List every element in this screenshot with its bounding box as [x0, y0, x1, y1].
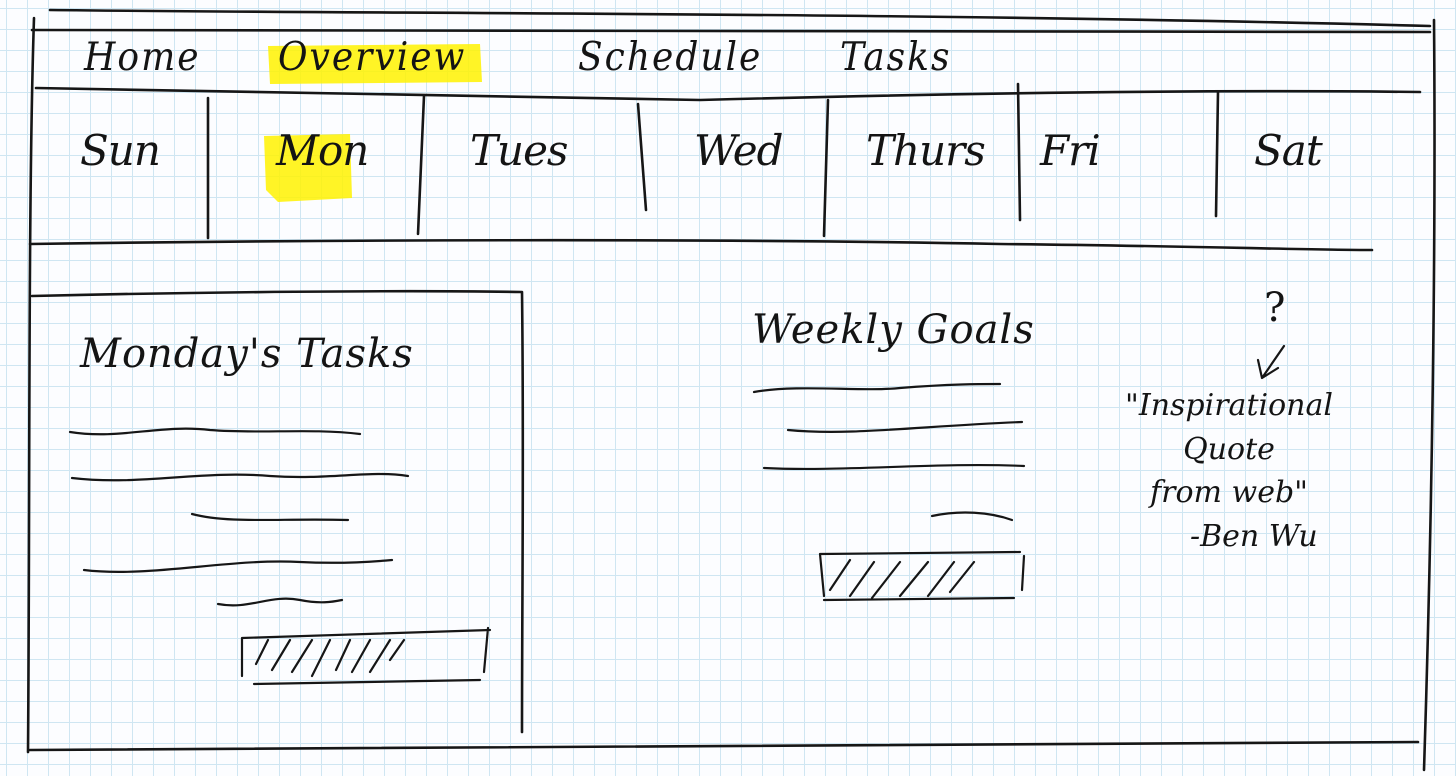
- nav-schedule[interactable]: Schedule: [578, 35, 763, 80]
- task-item-1[interactable]: [66, 418, 366, 444]
- task-item-3[interactable]: [188, 504, 352, 530]
- day-tab-mon[interactable]: Mon: [276, 126, 369, 175]
- goal-item-4[interactable]: [928, 502, 1016, 528]
- days-row-border: [28, 238, 1374, 252]
- quote-text: "Inspirational Quote from web": [1104, 384, 1354, 515]
- nav-home[interactable]: Home: [84, 35, 201, 80]
- task-item-5[interactable]: [214, 590, 346, 616]
- quote-question-mark: ?: [1264, 285, 1286, 331]
- quote-line-2: from web": [1150, 475, 1308, 510]
- tasks-progress: [240, 626, 492, 686]
- goals-panel-title: Weekly Goals: [752, 307, 1035, 353]
- goal-item-3[interactable]: [760, 452, 1028, 478]
- day-tab-sat[interactable]: Sat: [1254, 126, 1323, 175]
- goal-item-2[interactable]: [784, 414, 1026, 440]
- day-tab-fri[interactable]: Fri: [1040, 126, 1101, 175]
- day-tab-thurs[interactable]: Thurs: [866, 126, 986, 175]
- day-tab-wed[interactable]: Wed: [694, 126, 783, 175]
- task-item-2[interactable]: [66, 464, 412, 490]
- quote-line-1: "Inspirational Quote: [1125, 388, 1333, 467]
- task-item-4[interactable]: [80, 550, 396, 576]
- nav-tasks[interactable]: Tasks: [840, 35, 952, 80]
- question-arrow: [1256, 344, 1286, 380]
- nav-overview[interactable]: Overview: [278, 35, 467, 80]
- day-tab-sun[interactable]: Sun: [80, 126, 161, 175]
- goal-item-1[interactable]: [750, 374, 1004, 400]
- quote-author: -Ben Wu: [1190, 519, 1318, 554]
- goals-progress: [818, 550, 1026, 602]
- day-tab-tues[interactable]: Tues: [470, 126, 568, 175]
- tasks-panel-title: Monday's Tasks: [80, 331, 414, 377]
